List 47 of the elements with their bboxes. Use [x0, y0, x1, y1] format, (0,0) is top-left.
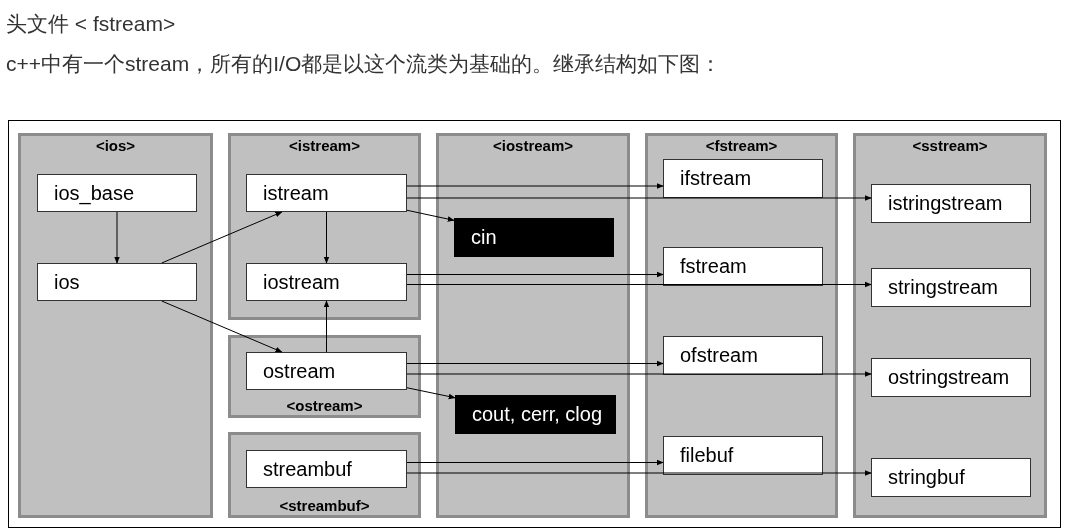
arrow	[114, 211, 120, 264]
arrow	[406, 271, 664, 278]
intro-text: c++中有一个stream，所有的I/O都是以这个流类为基础的。继承结构如下图：	[6, 51, 722, 77]
object-box: cout, cerr, clog	[455, 395, 616, 434]
arrow	[323, 211, 330, 264]
class-box: istringstream	[871, 184, 1031, 223]
arrow	[161, 211, 283, 264]
arrow	[406, 371, 872, 377]
header-panel	[853, 133, 1047, 518]
class-box: ios_base	[37, 174, 197, 212]
header-name: <iostream>	[491, 137, 574, 154]
arrow	[406, 281, 872, 288]
class-box: streambuf	[246, 450, 407, 488]
class-box: stringbuf	[871, 458, 1031, 497]
arrow	[323, 300, 330, 353]
class-box: filebuf	[663, 436, 823, 475]
header-panel	[228, 133, 421, 320]
header-panel	[228, 335, 421, 418]
class-box: istream	[246, 174, 407, 212]
header-name: <fstream>	[704, 137, 779, 154]
class-box: ifstream	[663, 159, 823, 198]
class-box: stringstream	[871, 268, 1031, 307]
header-panel	[645, 133, 838, 518]
header-panel	[436, 133, 630, 518]
header-name: <streambuf>	[278, 497, 371, 514]
header-panel	[18, 133, 213, 518]
class-box: ostream	[246, 352, 407, 390]
class-box: ofstream	[663, 336, 823, 375]
class-box: ios	[37, 263, 197, 301]
header-name: <sstream>	[911, 137, 989, 154]
arrow	[406, 387, 456, 400]
arrow	[406, 470, 872, 476]
class-box: iostream	[246, 263, 407, 301]
arrow	[406, 360, 664, 367]
header-name: <ios>	[94, 137, 137, 154]
intro-text: 头文件 < fstream>	[6, 11, 176, 37]
arrow	[406, 183, 664, 189]
header-name: <istream>	[288, 137, 361, 154]
arrow	[406, 459, 664, 466]
header-name: <ostream>	[285, 397, 364, 414]
header-panel	[228, 432, 421, 518]
arrow	[406, 195, 872, 201]
arrow	[161, 300, 283, 353]
class-box: ostringstream	[871, 358, 1031, 397]
arrow	[406, 209, 455, 222]
class-box: fstream	[663, 247, 823, 286]
object-box: cin	[454, 218, 614, 257]
